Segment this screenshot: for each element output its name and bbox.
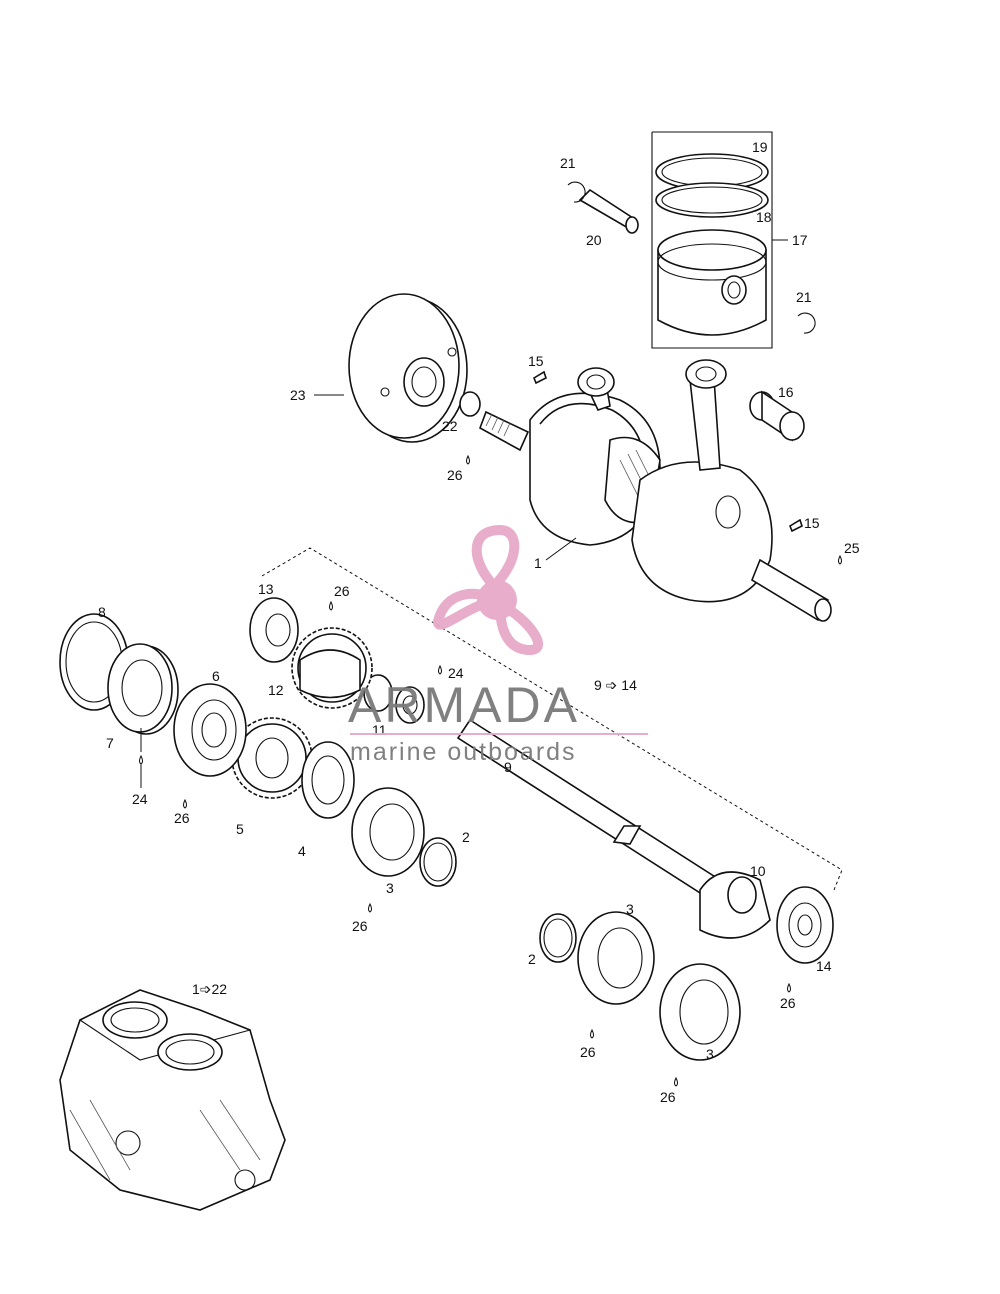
label-21-right: 21 — [796, 289, 812, 305]
label-15-right: 15 — [804, 515, 820, 531]
crankshaft — [479, 359, 832, 622]
label-26-center-bottom: 26 — [580, 1044, 596, 1060]
part-labels: 19 21 18 17 20 21 15 16 23 22 26 15 25 1… — [98, 139, 860, 1105]
right-bearings — [539, 911, 741, 1061]
label-5: 5 — [236, 821, 244, 837]
label-25: 25 — [844, 540, 860, 556]
label-17: 17 — [792, 232, 808, 248]
label-2-left: 2 — [462, 829, 470, 845]
label-26-right: 26 — [780, 995, 796, 1011]
watermark-tagline: marine outboards — [350, 738, 577, 766]
label-26-gear: 26 — [334, 583, 350, 599]
label-9-to-14: 9 ➩ 14 — [594, 677, 637, 693]
label-15-top: 15 — [528, 353, 544, 369]
label-1-to-22: 1➩22 — [192, 981, 227, 997]
label-2-right: 2 — [528, 951, 536, 967]
left-bearings-and-seals — [59, 597, 457, 887]
label-22: 22 — [442, 418, 458, 434]
lubrication-drops — [139, 454, 842, 1087]
label-21-top: 21 — [560, 155, 576, 171]
label-26-crank: 26 — [447, 467, 463, 483]
label-6: 6 — [212, 668, 220, 684]
label-12: 12 — [268, 682, 284, 698]
piston-assembly — [567, 131, 816, 349]
balance-shaft-group — [261, 547, 843, 964]
label-26-bottom: 26 — [660, 1089, 676, 1105]
engine-block-thumbnail — [59, 989, 286, 1211]
label-19: 19 — [752, 139, 768, 155]
propeller-logo-icon — [433, 524, 543, 656]
label-20: 20 — [586, 232, 602, 248]
label-9: 9 — [504, 759, 512, 775]
label-8: 8 — [98, 604, 106, 620]
label-10: 10 — [750, 863, 766, 879]
watermark-brand: ARMADA — [348, 677, 580, 733]
label-26-bottom-left: 26 — [352, 918, 368, 934]
label-18: 18 — [756, 209, 772, 225]
label-24-center: 24 — [448, 665, 464, 681]
label-4: 4 — [298, 843, 306, 859]
label-3-left: 3 — [386, 880, 394, 896]
label-13: 13 — [258, 581, 274, 597]
flywheel-disc — [348, 293, 481, 443]
label-24-left: 24 — [132, 791, 148, 807]
label-7: 7 — [106, 735, 114, 751]
label-3-right-top: 3 — [626, 901, 634, 917]
watermark: ARMADA marine outboards — [348, 524, 648, 766]
label-1: 1 — [534, 555, 542, 571]
label-16: 16 — [778, 384, 794, 400]
leader-lines — [140, 239, 788, 788]
label-3-right-bottom: 3 — [706, 1046, 714, 1062]
label-26-left: 26 — [174, 810, 190, 826]
label-23: 23 — [290, 387, 306, 403]
label-14: 14 — [816, 958, 832, 974]
